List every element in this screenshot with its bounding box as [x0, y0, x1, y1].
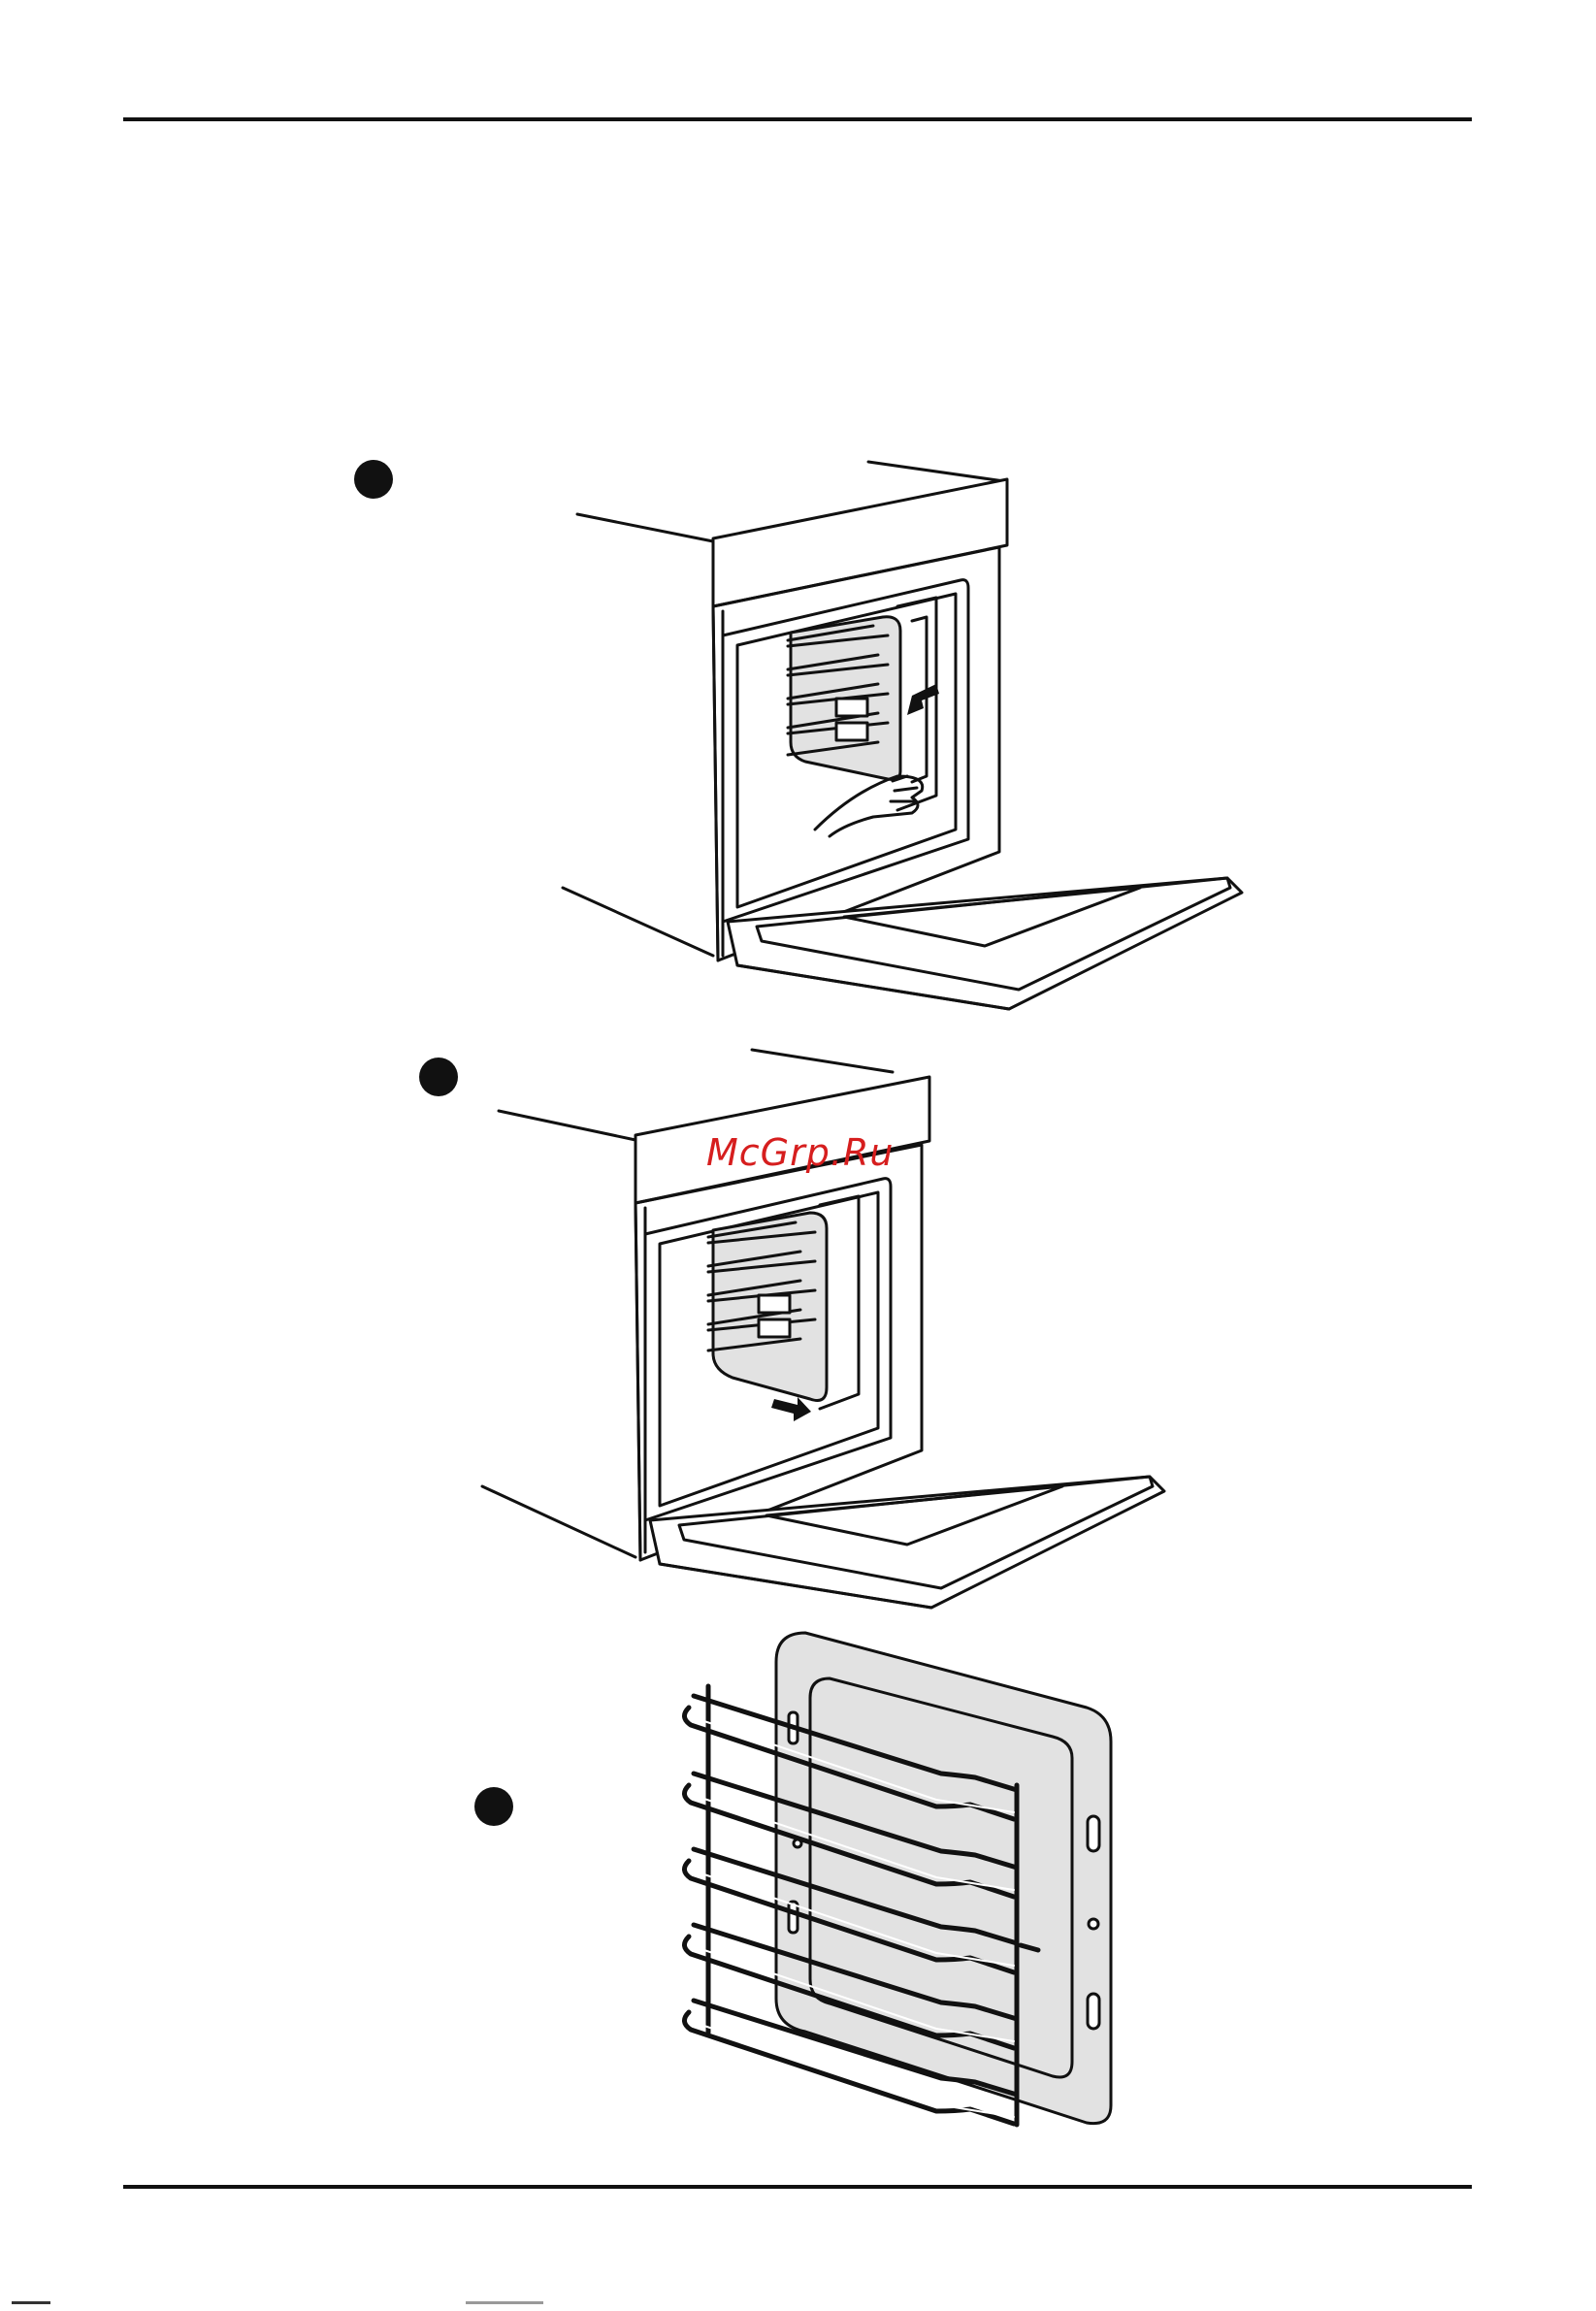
footer-crop-mark — [466, 2301, 543, 2304]
rack-detail-illustration — [684, 1633, 1111, 2125]
footer-rule — [123, 2185, 1472, 2189]
footer-crop-mark — [12, 2301, 50, 2304]
watermark-text: McGrp.Ru — [706, 1131, 894, 1174]
oven-illustration-1 — [563, 462, 1242, 1009]
